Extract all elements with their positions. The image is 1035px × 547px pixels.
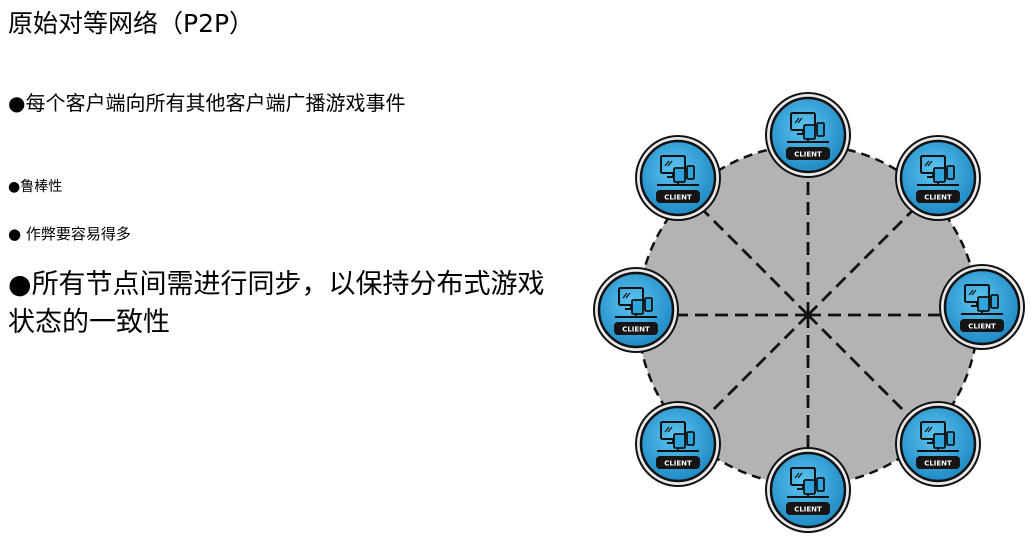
client-label: CLIENT xyxy=(664,460,692,468)
bullet-text: 作弊要容易得多 xyxy=(21,225,131,243)
client-label: CLIENT xyxy=(968,323,996,331)
connector-line xyxy=(699,206,809,316)
client-node-left: CLIENT xyxy=(593,267,679,353)
bullet-broadcast: ●每个客户端向所有其他客户端广播游戏事件 xyxy=(8,90,405,116)
connector-line xyxy=(699,314,809,424)
client-node-bottom-right: CLIENT xyxy=(895,401,981,487)
bullet-dot: ● xyxy=(8,179,21,195)
bullet-dot: ● xyxy=(8,225,22,243)
bullet-robustness: ●鲁棒性 xyxy=(8,178,62,196)
client-node-right: CLIENT xyxy=(939,264,1025,350)
connectors xyxy=(676,160,940,470)
client-node-top-left: CLIENT xyxy=(635,135,721,221)
bullet-text: 鲁棒性 xyxy=(20,179,63,195)
client-node-top-right: CLIENT xyxy=(895,135,981,221)
client-label: CLIENT xyxy=(622,326,650,334)
client-node-bottom-left: CLIENT xyxy=(635,401,721,487)
client-label: CLIENT xyxy=(794,506,822,514)
client-label: CLIENT xyxy=(794,151,822,159)
connector-line xyxy=(807,206,917,316)
client-label: CLIENT xyxy=(924,460,952,468)
slide-title: 原始对等网络（P2P） xyxy=(8,9,255,38)
client-node-bottom: CLIENT xyxy=(765,447,851,533)
client-label: CLIENT xyxy=(664,194,692,202)
bullet-cheating: ● 作弊要容易得多 xyxy=(8,224,131,244)
bullet-dot: ● xyxy=(8,91,26,115)
bullet-text: 所有节点间需进行同步，以保持分布式游戏状态的一致性 xyxy=(8,269,545,338)
client-label: CLIENT xyxy=(924,194,952,202)
bullet-sync: ●所有节点间需进行同步，以保持分布式游戏状态的一致性 xyxy=(8,266,548,342)
client-node-top: CLIENT xyxy=(765,92,851,178)
connector-line xyxy=(807,314,917,424)
bullet-dot: ● xyxy=(8,269,32,300)
bullet-text: 每个客户端向所有其他客户端广播游戏事件 xyxy=(25,91,406,115)
